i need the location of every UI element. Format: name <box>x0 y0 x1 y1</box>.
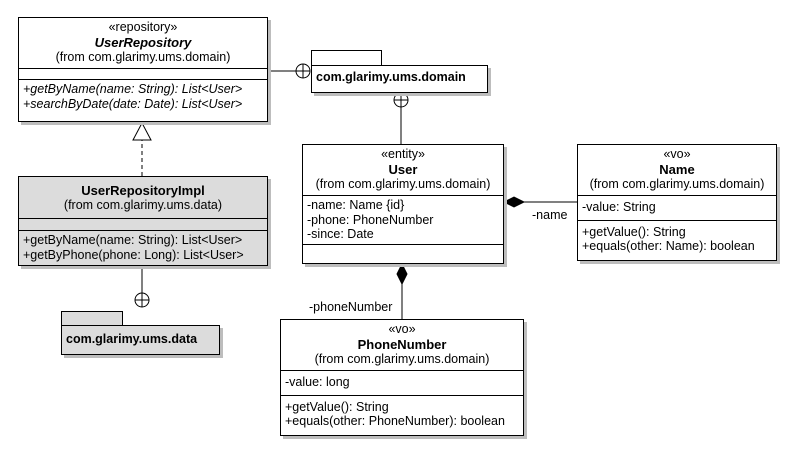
operation: +getValue(): String <box>582 224 686 239</box>
operations-section: +getByName(name: String): List<User> +se… <box>19 79 267 113</box>
class-name: UserRepository <box>94 35 192 50</box>
class-name: UserRepositoryImpl <box>81 183 205 198</box>
attributes-section <box>19 68 267 79</box>
class-name: PhoneNumber <box>357 337 447 352</box>
operation: +getByPhone(phone: Long): List<User> <box>23 247 244 262</box>
package-origin: (from com.glarimy.ums.domain) <box>314 352 490 366</box>
operation: +getByName(name: String): List<User> <box>23 82 243 96</box>
class-name: Name <box>659 162 695 177</box>
package-name: com.glarimy.ums.domain <box>311 65 488 93</box>
containment-icon-impl <box>134 292 150 308</box>
class-header: «vo» Name (from com.glarimy.ums.domain) <box>578 145 776 195</box>
composition-diamond-phone <box>396 262 408 286</box>
operation: +searchByDate(date: Date): List<User> <box>23 96 243 111</box>
package-tab <box>61 311 123 326</box>
package-origin: (from com.glarimy.ums.domain) <box>55 50 231 64</box>
operations-section: +getValue(): String +equals(other: Name)… <box>578 219 776 256</box>
attributes-section: -value: String <box>578 195 776 220</box>
stereotype: «repository» <box>108 20 178 34</box>
class-user-repository-impl[interactable]: UserRepositoryImpl (from com.glarimy.ums… <box>18 176 268 266</box>
operation: +equals(other: Name): boolean <box>582 239 755 253</box>
attribute: -phone: PhoneNumber <box>307 212 434 227</box>
attribute: -value: String <box>582 200 656 214</box>
operation: +getValue(): String <box>285 399 389 414</box>
attribute: -since: Date <box>307 227 374 241</box>
operations-section: +getValue(): String +equals(other: Phone… <box>281 394 523 431</box>
class-name-vo[interactable]: «vo» Name (from com.glarimy.ums.domain) … <box>577 144 777 261</box>
class-user-repository[interactable]: «repository» UserRepository (from com.gl… <box>18 17 268 122</box>
package-tab <box>311 50 382 66</box>
stereotype: «vo» <box>388 322 416 336</box>
attribute: -name: Name {id} <box>307 198 405 212</box>
composition-diamond-name <box>502 196 526 208</box>
package-origin: (from com.glarimy.ums.domain) <box>589 177 765 191</box>
stereotype: «vo» <box>663 147 691 161</box>
class-header: «vo» PhoneNumber (from com.glarimy.ums.d… <box>281 320 523 370</box>
class-name: User <box>388 162 418 177</box>
realization-arrow <box>132 121 152 141</box>
attributes-section: -name: Name {id} -phone: PhoneNumber -si… <box>303 195 503 244</box>
operations-section: +getByName(name: String): List<User> +ge… <box>19 230 267 264</box>
package-origin: (from com.glarimy.ums.data) <box>63 198 223 212</box>
package-name: com.glarimy.ums.data <box>61 325 220 355</box>
class-header: «repository» UserRepository (from com.gl… <box>19 18 267 68</box>
class-user[interactable]: «entity» User (from com.glarimy.ums.doma… <box>302 144 504 264</box>
package-origin: (from com.glarimy.ums.domain) <box>315 177 491 191</box>
class-phone-number[interactable]: «vo» PhoneNumber (from com.glarimy.ums.d… <box>280 319 524 436</box>
stereotype: «entity» <box>381 147 425 161</box>
attribute: -value: long <box>285 375 350 389</box>
package-domain[interactable]: com.glarimy.ums.domain <box>311 50 491 94</box>
operation: +equals(other: PhoneNumber): boolean <box>285 414 505 428</box>
operations-section <box>303 243 503 251</box>
containment-icon-repository <box>295 63 311 79</box>
attributes-section <box>19 218 267 230</box>
role-label-name: -name <box>532 208 568 222</box>
containment-icon-user <box>393 92 409 108</box>
package-data[interactable]: com.glarimy.ums.data <box>61 311 225 357</box>
operation: +getByName(name: String): List<User> <box>23 233 243 247</box>
class-header: «entity» User (from com.glarimy.ums.doma… <box>303 145 503 195</box>
class-header: UserRepositoryImpl (from com.glarimy.ums… <box>19 177 267 218</box>
role-label-phone-number: -phoneNumber <box>309 300 393 314</box>
attributes-section: -value: long <box>281 370 523 395</box>
